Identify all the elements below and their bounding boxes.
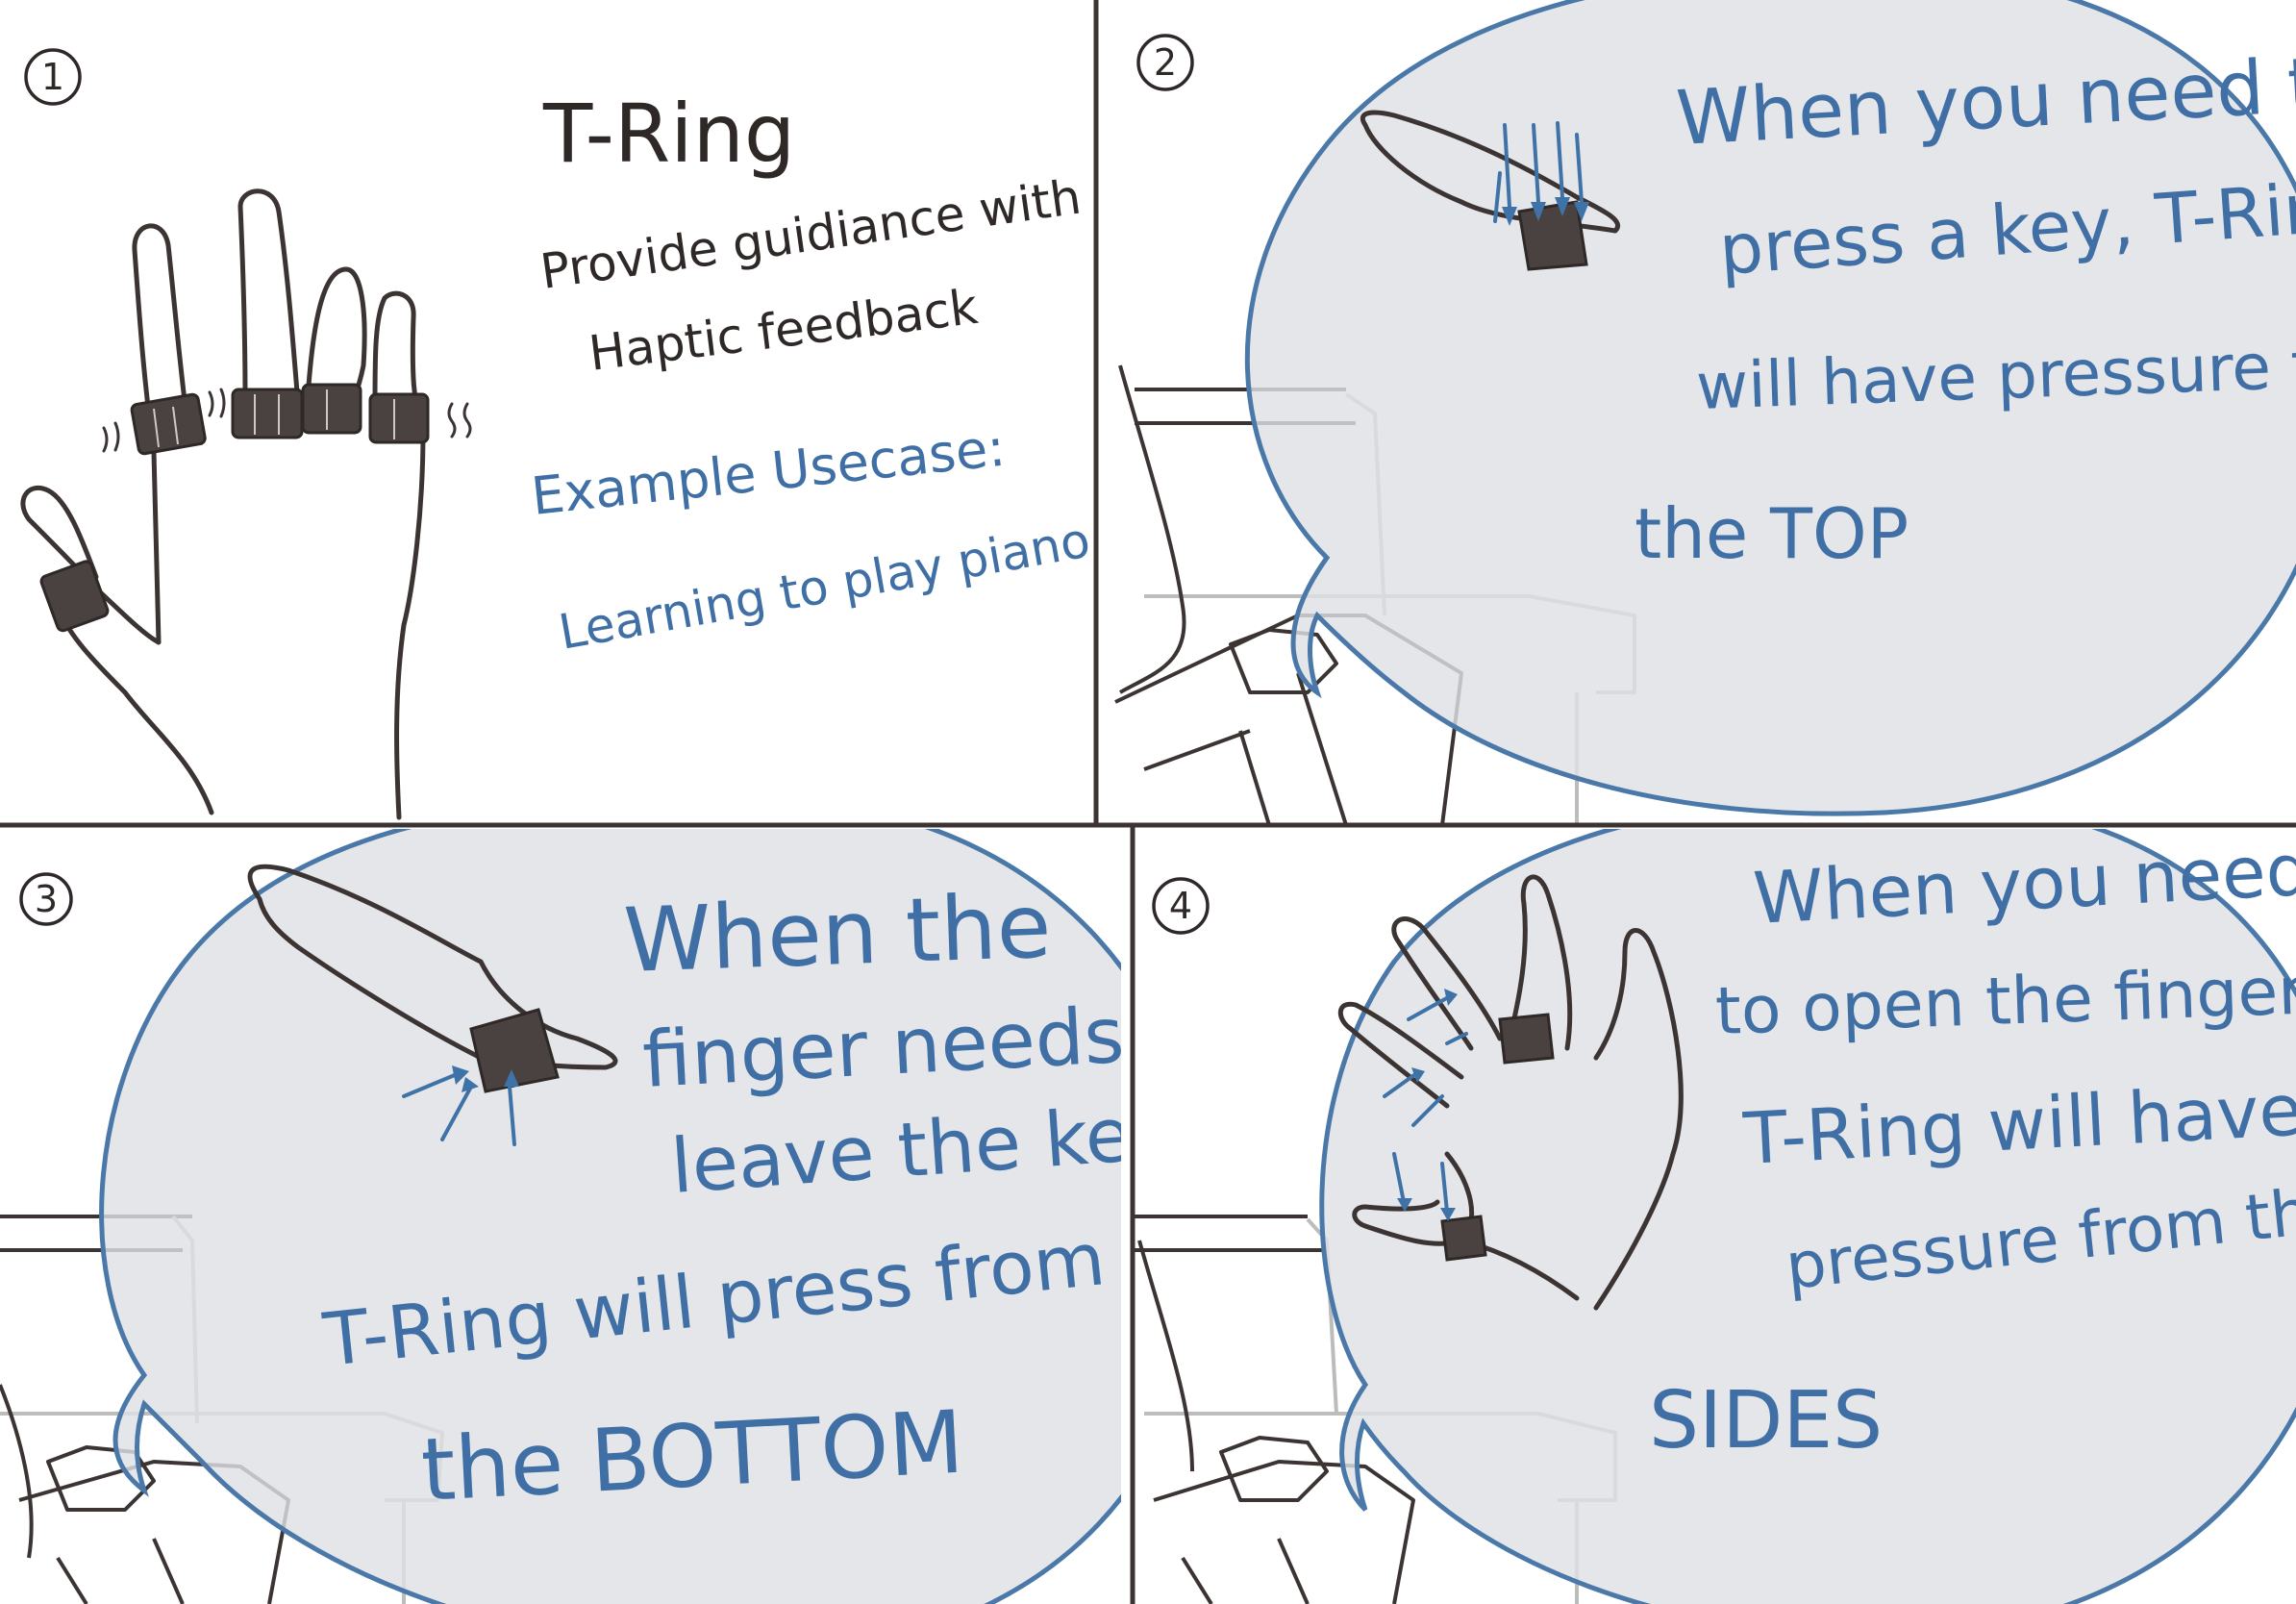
svg-text:1: 1 [41,56,64,98]
panel-1-example-heading: Example Usecase: [529,417,1009,527]
ring-icon [130,392,207,456]
finger-with-ring-icon [1360,110,1620,271]
hand-open-fingers-icon [1337,874,1684,1311]
panel-1-subtitle-line-1: Provide guidiance with [537,169,1085,300]
hand-with-rings-illustration [20,188,472,820]
panel-1-example-text: Learning to play piano [555,513,1094,661]
svg-text:2: 2 [1154,41,1177,84]
finger-with-ring-icon [247,864,618,1146]
panel-number-4: 4 [1152,877,1210,935]
ring-icon [39,560,110,633]
ring-icon [231,388,304,439]
panel-3-caption-line-1: When the [622,875,1053,992]
panel-1-subtitle-line-2: Haptic feedback [586,279,981,382]
panel-1: T-Ring Provide guidiance with Haptic fee… [20,87,1094,820]
panel-number-2: 2 [1136,34,1194,91]
panel-number-1: 1 [24,48,82,106]
panel-4-caption-line-5: SIDES [1649,1375,1883,1466]
speech-bubble [1319,829,2296,1604]
svg-text:4: 4 [1169,885,1192,927]
panel-3: When the finger needs to leave the key, … [0,829,1121,1604]
ring-icon [368,392,430,444]
panel-number-3: 3 [19,872,73,926]
ring-icon [301,383,362,435]
panel-1-title: T-Ring [542,87,795,181]
panel-2-caption-line-4: the TOP [1635,493,1909,574]
svg-text:3: 3 [35,878,58,920]
panel-4: When you need to open the finger, T-Ring… [1135,829,2296,1604]
panel-2: When you need to press a key, T-Ring wil… [1114,0,2296,825]
